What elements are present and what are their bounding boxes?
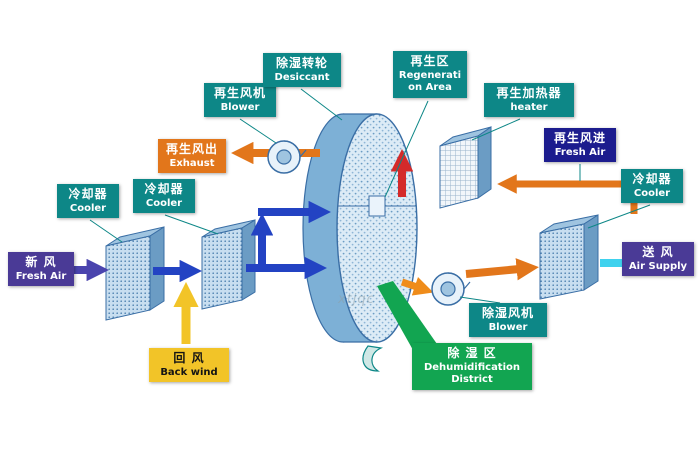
wheel-to-blower-arrow — [400, 276, 434, 296]
wheel-ribbon-decoration — [362, 345, 384, 372]
label-cooler-1: 冷却器 Cooler — [57, 184, 119, 219]
label-regen-fresh-air-en: Fresh Air — [554, 146, 606, 158]
label-dehumidification-district: 除 湿 区 Dehumidification District — [412, 343, 532, 390]
dehumidification-pointer-wedge — [377, 281, 437, 350]
label-cooler-2: 冷却器 Cooler — [133, 179, 195, 214]
label-regeneration-area-en2: on Area — [408, 82, 452, 94]
dehumid-blower-fan — [431, 272, 471, 306]
label-back-wind-zh: 回 风 — [173, 351, 205, 365]
label-cooler-1-en: Cooler — [69, 202, 107, 214]
label-regen-blower: 再生风机 Blower — [204, 83, 276, 118]
regen-blower-fan — [267, 140, 307, 174]
label-cooler-2-zh: 冷却器 — [144, 182, 184, 196]
label-back-wind: 回 风 Back wind — [149, 348, 229, 383]
label-fresh-air-inlet-en: Fresh Air — [15, 270, 67, 282]
regeneration-inlet-duct-arrow — [497, 174, 638, 214]
label-regen-fresh-air: 再生风进 Fresh Air — [544, 128, 616, 163]
label-exhaust-en: Exhaust — [169, 157, 215, 169]
label-connectors — [89, 88, 651, 304]
label-dehumidification-district-en2: District — [451, 374, 493, 386]
label-desiccant-wheel-zh: 除湿转轮 — [275, 56, 328, 70]
label-cooler-3-zh: 冷却器 — [632, 172, 672, 186]
label-regen-heater-zh: 再生加热器 — [496, 86, 562, 100]
label-dehumidification-district-zh: 除 湿 区 — [447, 346, 497, 360]
label-dehumid-blower: 除湿风机 Blower — [469, 303, 547, 338]
label-regeneration-area: 再生区 Regenerati on Area — [393, 51, 467, 98]
wheel-hub — [368, 195, 386, 217]
label-cooler-2-en: Cooler — [145, 197, 183, 209]
label-regen-blower-en: Blower — [220, 101, 260, 113]
label-regen-fresh-air-zh: 再生风进 — [553, 131, 606, 145]
label-regeneration-area-en1: Regenerati — [398, 69, 462, 81]
label-regen-heater-en: heater — [510, 101, 548, 113]
label-dehumid-blower-en: Blower — [488, 321, 528, 333]
label-regen-blower-zh: 再生风机 — [213, 86, 266, 100]
label-back-wind-en: Back wind — [160, 366, 218, 378]
label-exhaust-zh: 再生风出 — [165, 142, 218, 156]
label-air-supply-en: Air Supply — [628, 260, 688, 272]
label-fresh-air-inlet-zh: 新 风 — [25, 255, 57, 269]
watermark-text: xtjqc — [338, 292, 375, 307]
label-regen-heater: 再生加热器 heater — [484, 83, 574, 118]
label-air-supply: 送 风 Air Supply — [622, 242, 694, 277]
label-dehumidification-district-en1: Dehumidification — [423, 361, 521, 373]
label-desiccant-wheel: 除湿转轮 Desiccant — [263, 53, 341, 88]
label-cooler-1-zh: 冷却器 — [68, 187, 108, 201]
heater-shape — [439, 126, 492, 209]
label-desiccant-wheel-en: Desiccant — [274, 71, 330, 83]
label-cooler-3-en: Cooler — [633, 187, 671, 199]
cooler-2-shape — [201, 219, 256, 310]
label-regeneration-area-zh: 再生区 — [410, 54, 450, 68]
blower-to-cooler-arrow — [465, 258, 539, 281]
cooler-3-shape — [539, 214, 599, 300]
label-dehumid-blower-zh: 除湿风机 — [481, 306, 534, 320]
label-cooler-3: 冷却器 Cooler — [621, 169, 683, 204]
label-fresh-air-inlet: 新 风 Fresh Air — [8, 252, 74, 287]
label-exhaust: 再生风出 Exhaust — [158, 139, 226, 174]
label-air-supply-zh: 送 风 — [642, 245, 674, 259]
